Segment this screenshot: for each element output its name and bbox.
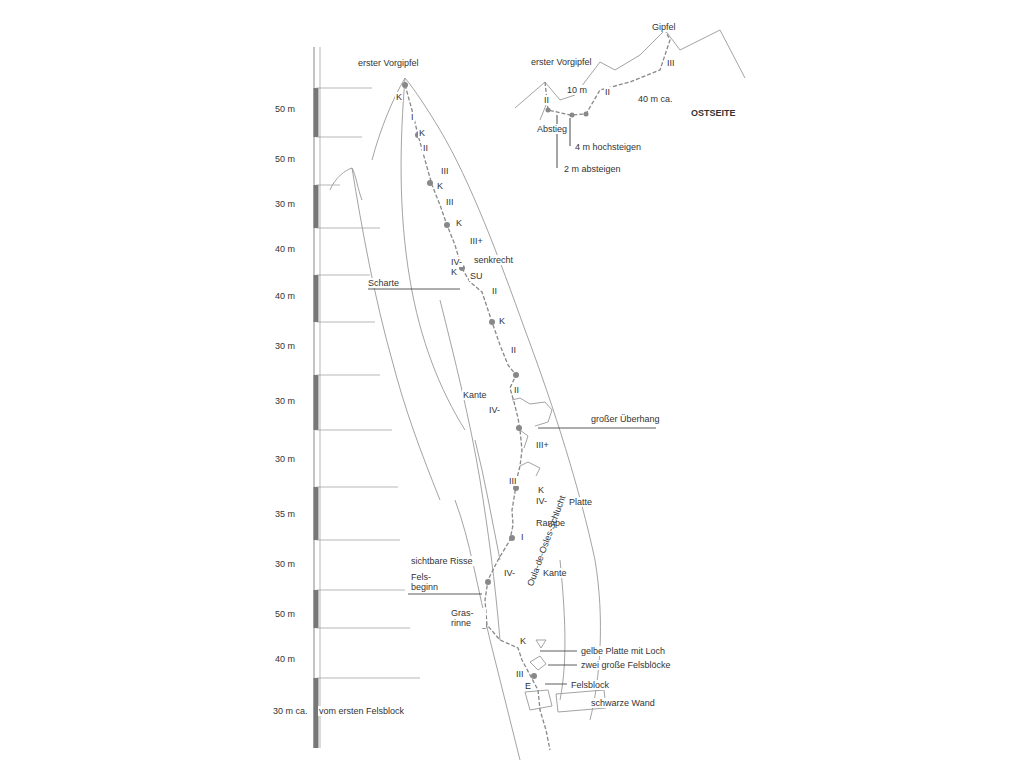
topo-label: 40 m — [274, 654, 296, 664]
topo-label: II — [510, 345, 517, 355]
topo-label: erster Vorgipfel — [357, 58, 420, 68]
topo-label: 30 m ca. — [272, 706, 309, 716]
topo-label: III — [508, 476, 518, 486]
topo-label: schwarze Wand — [590, 698, 656, 708]
topo-label: III — [445, 197, 455, 207]
topo-label: Kante — [462, 390, 488, 400]
topo-label: I — [520, 532, 525, 542]
topo-label: III+ — [469, 236, 484, 246]
topo-label: K — [537, 485, 545, 495]
topo-label: III — [515, 669, 525, 679]
topo-label: 30 m — [274, 199, 296, 209]
topo-label: II — [422, 143, 429, 153]
topo-label: OSTSEITE — [690, 108, 737, 118]
topo-label: II — [543, 95, 550, 105]
topo-label: Felsblock — [570, 680, 610, 690]
topo-label: sichtbare Risse — [410, 556, 474, 566]
topo-label: E — [524, 681, 532, 691]
topo-label: I — [410, 112, 415, 122]
topo-label: Platte — [568, 497, 593, 507]
topo-label: 35 m — [274, 509, 296, 519]
rock-outline — [330, 78, 606, 760]
topo-label: 30 m — [274, 396, 296, 406]
topo-label: IV- — [488, 405, 501, 415]
topo-label: 50 m — [274, 104, 296, 114]
topo-label: Gipfel — [651, 22, 677, 32]
topo-label: 40 m — [274, 244, 296, 254]
leader-lines — [368, 289, 656, 684]
topo-label: 2 m absteigen — [563, 164, 622, 174]
topo-label: K — [436, 181, 444, 191]
topo-label: 30 m — [274, 559, 296, 569]
topo-label: 50 m — [274, 609, 296, 619]
topo-label: 50 m — [274, 154, 296, 164]
topo-label: Scharte — [367, 278, 400, 288]
topo-label: II — [491, 286, 498, 296]
topo-label: vom ersten Felsblock — [318, 706, 405, 716]
topo-label: 40 m — [274, 291, 296, 301]
topo-label: zwei große Felsblöcke — [580, 660, 672, 670]
topo-label: 10 m — [566, 85, 588, 95]
topo-label: großer Überhang — [590, 414, 661, 424]
topo-label: SU — [469, 271, 484, 281]
east-side-inset — [515, 30, 745, 168]
topo-label: III — [666, 58, 676, 68]
topo-label: gelbe Platte mit Loch — [580, 646, 666, 656]
topo-label: IV- — [503, 568, 516, 578]
topo-label: Fels- beginn — [410, 572, 448, 592]
topo-label: erster Vorgipfel — [530, 57, 593, 67]
topo-label: II — [604, 87, 611, 97]
topo-label: senkrecht — [473, 255, 514, 265]
topo-label: 30 m — [274, 454, 296, 464]
topo-label: K — [418, 128, 426, 138]
topo-label: 4 m hochsteigen — [574, 142, 642, 152]
scale-bar — [314, 47, 420, 748]
topo-label: Abstieg — [536, 124, 568, 134]
topo-label: K — [395, 92, 403, 102]
topo-label: K — [455, 218, 463, 228]
topo-label: IV- — [535, 496, 548, 506]
topo-label: K — [450, 267, 458, 277]
topo-label: II — [513, 385, 520, 395]
topo-label: K — [498, 316, 506, 326]
topo-label: Gras- rinne — [450, 608, 486, 628]
topo-label: Kante — [542, 568, 568, 578]
climbing-route — [405, 85, 550, 750]
belay-dots — [402, 82, 537, 679]
topo-label: K — [519, 636, 527, 646]
topo-label: 30 m — [274, 341, 296, 351]
topo-label: IV- — [450, 257, 463, 267]
topo-label: III — [440, 166, 450, 176]
topo-label: 40 m ca. — [637, 94, 674, 104]
topo-label: III+ — [535, 440, 550, 450]
